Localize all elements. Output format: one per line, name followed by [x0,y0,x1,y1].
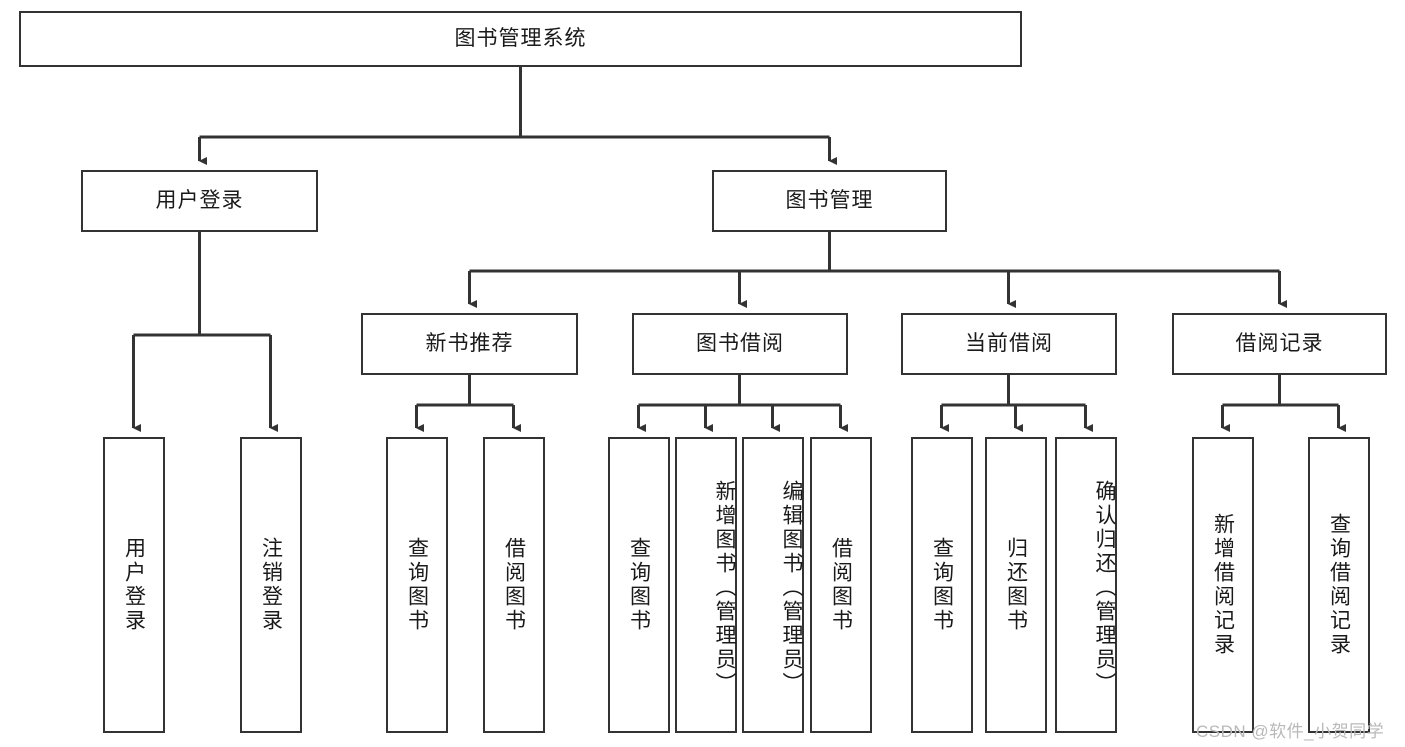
node-leaf-query-book-3[interactable]: 查询图书 [911,437,973,733]
node-leaf-return-book[interactable]: 归还图书 [985,437,1047,733]
node-leaf-borrow-book-2[interactable]: 借阅图书 [810,437,872,733]
node-user-login[interactable]: 用户登录 [81,170,318,232]
node-leaf-edit-book-admin[interactable]: 编辑图书（管理员） [742,437,804,733]
node-current-borrow[interactable]: 当前借阅 [901,313,1117,375]
csdn-watermark: CSDN @软件_小贺同学 [1196,722,1385,741]
node-leaf-logout-login[interactable]: 注销登录 [240,437,302,733]
node-book-manage[interactable]: 图书管理 [712,170,947,232]
node-leaf-confirm-return-admin[interactable]: 确认归还（管理员） [1055,437,1117,733]
node-leaf-borrow-book-1[interactable]: 借阅图书 [483,437,545,733]
node-borrow-record[interactable]: 借阅记录 [1172,313,1387,375]
node-new-book-recommend[interactable]: 新书推荐 [361,313,578,375]
node-root[interactable]: 图书管理系统 [19,11,1022,67]
node-leaf-add-borrow-record[interactable]: 新增借阅记录 [1192,437,1254,733]
node-leaf-query-borrow-record[interactable]: 查询借阅记录 [1308,437,1370,733]
node-book-borrow[interactable]: 图书借阅 [632,313,848,375]
node-leaf-add-book-admin[interactable]: 新增图书（管理员） [675,437,737,733]
node-leaf-query-book-2[interactable]: 查询图书 [608,437,670,733]
node-leaf-query-book-1[interactable]: 查询图书 [386,437,448,733]
node-leaf-user-login[interactable]: 用户登录 [103,437,165,733]
